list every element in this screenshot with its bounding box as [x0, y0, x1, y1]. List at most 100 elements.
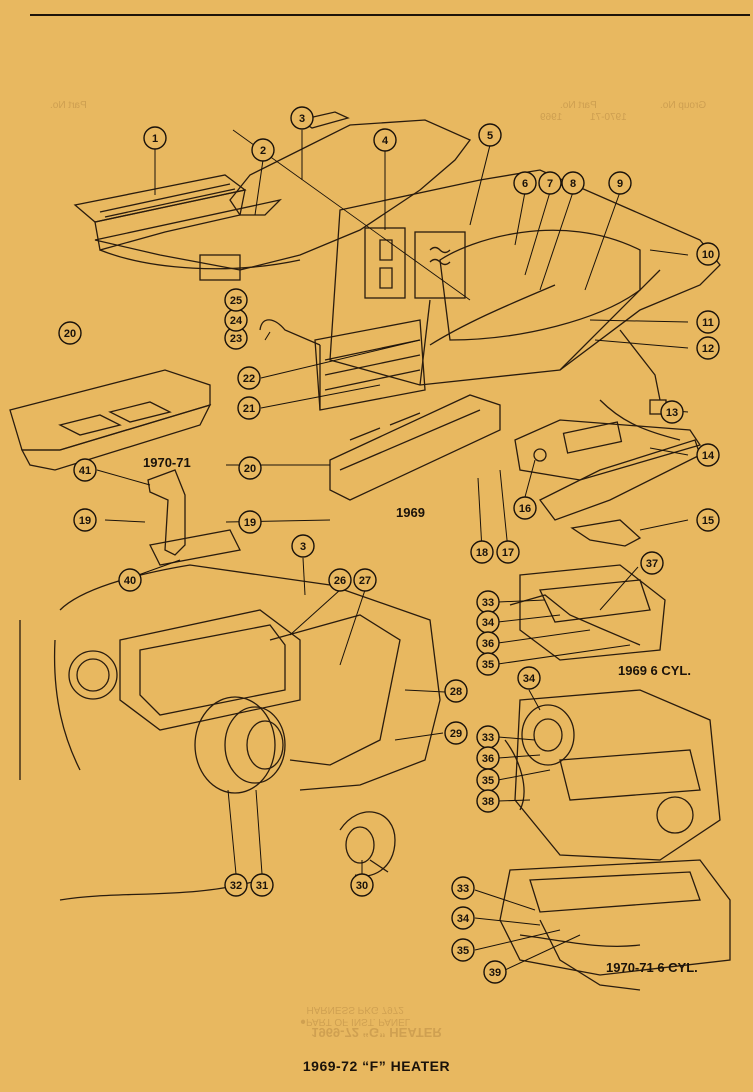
callout-number: 17 [502, 547, 514, 559]
callout-number: 35 [482, 775, 494, 787]
callout-number: 37 [646, 558, 658, 570]
callout-circle [561, 171, 585, 195]
callout-number: 3 [299, 113, 305, 125]
callout-40: 40 [118, 568, 142, 592]
engine-1969-6cyl-part [509, 564, 666, 661]
callout-10: 10 [696, 242, 720, 266]
callout-circle [476, 789, 500, 813]
callout-circle [224, 288, 248, 312]
callout-36: 36 [476, 631, 500, 655]
callout-41: 41 [73, 458, 97, 482]
callout-number: 33 [457, 883, 469, 895]
label-1969-6cyl: 1969 6 CYL. [618, 663, 691, 678]
callout-5: 5 [478, 123, 502, 147]
callout-1: 1 [143, 126, 167, 150]
callout-33: 33 [451, 876, 475, 900]
callout-28: 28 [444, 679, 468, 703]
callout-3: 3 [290, 106, 314, 130]
callout-number: 9 [617, 178, 623, 190]
callout-circle [696, 242, 720, 266]
callout-circle [476, 652, 500, 676]
callout-circle [517, 666, 541, 690]
callout-circle [513, 496, 537, 520]
cable-part [429, 284, 556, 346]
cable-part [599, 399, 681, 441]
callout-31: 31 [250, 873, 274, 897]
bracket-40-part [149, 529, 241, 566]
callout-circle [373, 128, 397, 152]
callout-number: 39 [489, 967, 501, 979]
callout-number: 20 [244, 463, 256, 475]
vacuum-hose-part [259, 319, 321, 346]
callout-14: 14 [696, 443, 720, 467]
bracket-41-part [147, 469, 186, 556]
callout-number: 28 [450, 686, 462, 698]
diagram-title: 1969-72 “F” HEATER [302, 1058, 451, 1074]
callout-circle [696, 336, 720, 360]
callout-36: 36 [476, 746, 500, 770]
heater-case-part [329, 169, 721, 386]
callout-37: 37 [640, 551, 664, 575]
callout-number: 36 [482, 638, 494, 650]
callout-34: 34 [517, 666, 541, 690]
callout-35: 35 [451, 938, 475, 962]
callout-number: 18 [476, 547, 488, 559]
callout-25: 25 [224, 288, 248, 312]
callout-number: 25 [230, 295, 242, 307]
callout-16: 16 [513, 496, 537, 520]
callout-number: 29 [450, 728, 462, 740]
callout-circle [237, 396, 261, 420]
callout-7: 7 [538, 171, 562, 195]
callout-number: 2 [260, 145, 266, 157]
callout-20: 20 [238, 456, 262, 480]
callout-number: 14 [702, 450, 715, 462]
callout-27: 27 [353, 568, 377, 592]
callout-circle [250, 873, 274, 897]
callout-circle [538, 171, 562, 195]
heater-duct-part [94, 119, 472, 281]
callout-circle [608, 171, 632, 195]
callout-number: 35 [457, 945, 469, 957]
callout-circle [143, 126, 167, 150]
bleed-footer-title: 1969-72 “G” HEATER [311, 1025, 442, 1040]
callout-circle [350, 873, 374, 897]
callout-circle [660, 400, 684, 424]
callout-number: 34 [457, 913, 470, 925]
callout-number: 27 [359, 575, 371, 587]
top-rule [30, 14, 750, 16]
callout-3: 3 [291, 534, 315, 558]
callout-number: 11 [702, 317, 714, 329]
callout-35: 35 [476, 768, 500, 792]
callout-circle [73, 458, 97, 482]
callout-circle [251, 138, 275, 162]
callout-number: 34 [523, 673, 536, 685]
callout-number: 15 [702, 515, 714, 527]
callout-circle [696, 310, 720, 334]
callout-11: 11 [696, 310, 720, 334]
callout-number: 35 [482, 659, 494, 671]
callout-circle [513, 171, 537, 195]
callout-8: 8 [561, 171, 585, 195]
callout-number: 19 [79, 515, 91, 527]
callout-13: 13 [660, 400, 684, 424]
callout-number: 36 [482, 753, 494, 765]
control-assembly-part [514, 419, 702, 521]
callout-circle [451, 938, 475, 962]
callout-circle [444, 679, 468, 703]
callout-33: 33 [476, 725, 500, 749]
callout-32: 32 [224, 873, 248, 897]
callout-circle [640, 551, 664, 575]
callout-circle [696, 443, 720, 467]
callout-number: 33 [482, 597, 494, 609]
callout-circle [478, 123, 502, 147]
callout-19: 19 [238, 510, 262, 534]
callout-circle [73, 508, 97, 532]
callout-number: 8 [570, 178, 576, 190]
callout-number: 23 [230, 333, 242, 345]
callout-35: 35 [476, 652, 500, 676]
callout-circle [470, 540, 494, 564]
callout-number: 31 [256, 880, 268, 892]
callout-circle [353, 568, 377, 592]
callout-24: 24 [224, 308, 248, 332]
